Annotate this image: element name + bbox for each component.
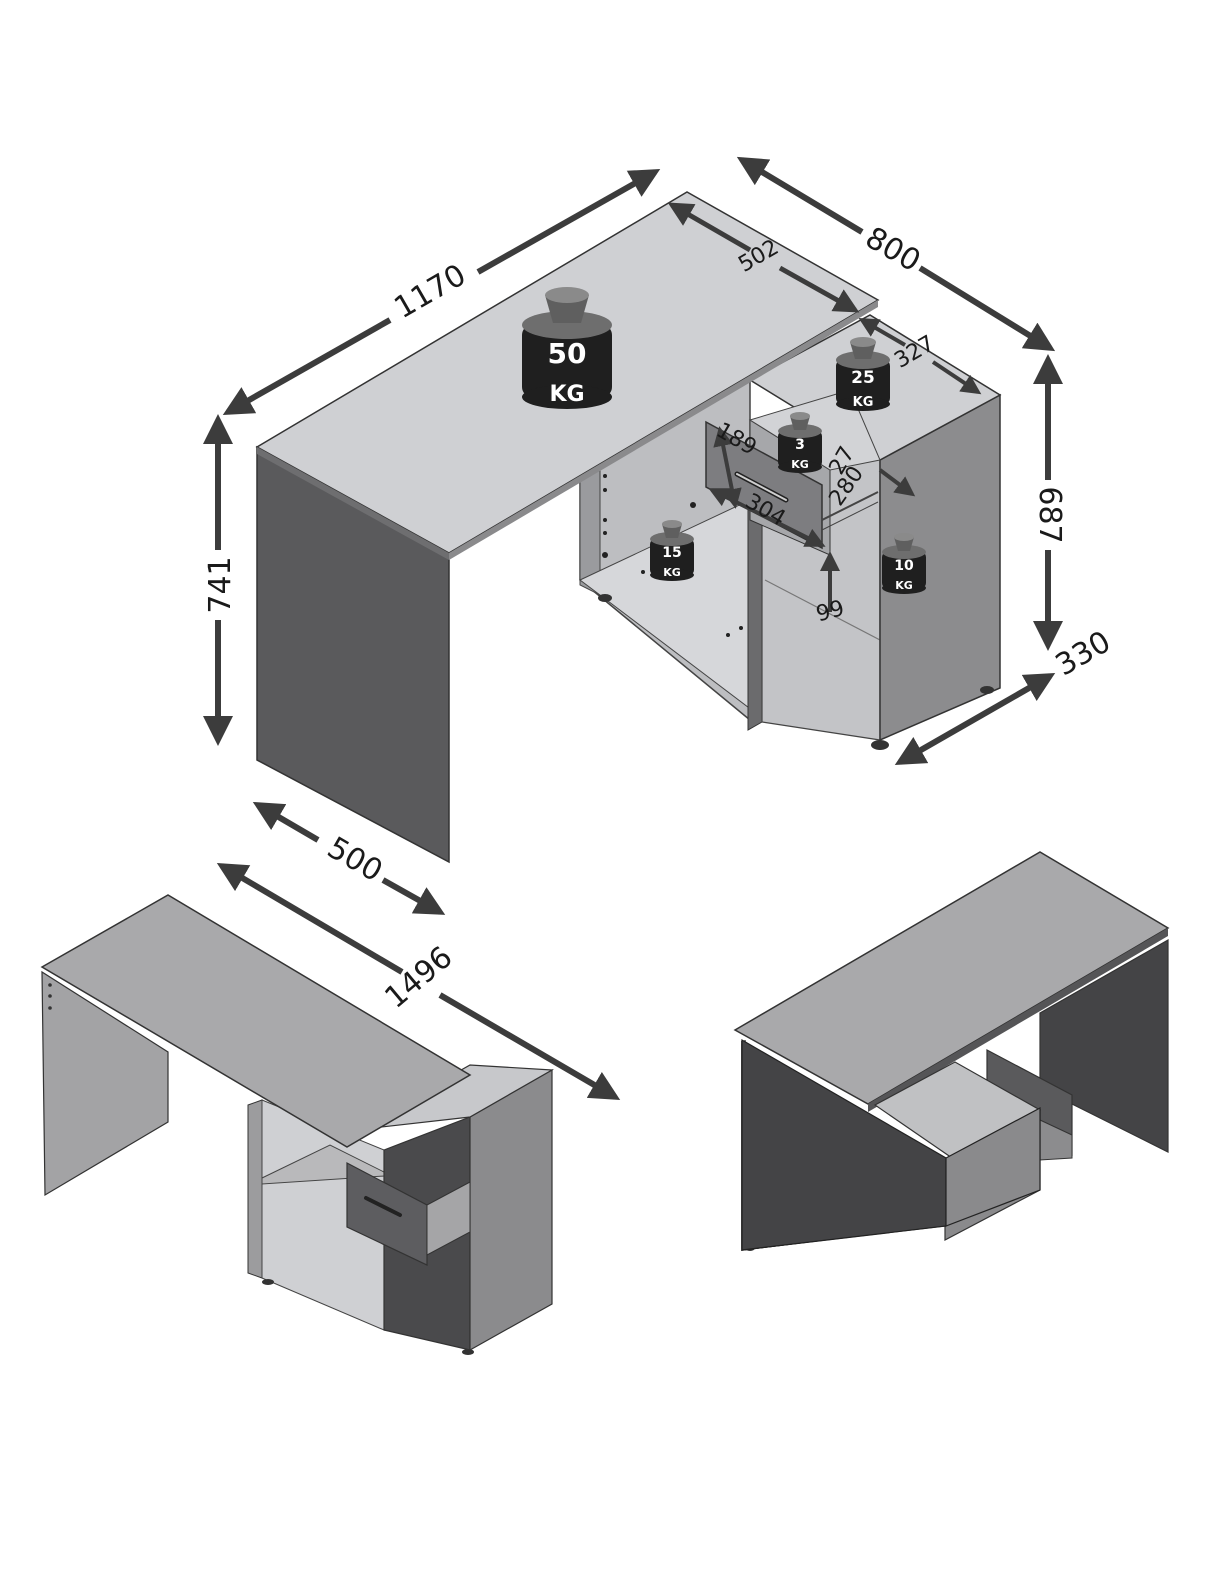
weight-unit: KG [791,458,809,471]
foot [871,740,889,750]
dim-1496-arrow-left [216,862,404,975]
dim-327-arrow-top [858,317,907,347]
main-dimension-arrows [203,156,1063,915]
weight-10kg: 10 KG [882,533,926,594]
dim-502-arrow-top [667,202,752,253]
weight-unit: KG [895,579,913,592]
weight-icon [836,360,890,404]
weight-50kg: 50 KG [522,287,612,409]
weight-icon [778,431,822,467]
dim-label-330: 330 [1050,624,1117,683]
dim-label-1170: 1170 [388,258,472,326]
weight-value: 25 [851,368,875,388]
weight-icon [522,325,612,397]
alt-drawer-handle[interactable] [364,1196,402,1217]
alt-drawer-box [426,1181,471,1256]
dim-280-arrow [878,468,916,497]
inner-shelf-line [764,579,881,641]
desk-top-edge-front [257,447,449,560]
alt-left-dimension-arrows [216,862,621,1101]
dim-label-1496: 1496 [378,940,459,1016]
weight-value: 50 [548,337,587,370]
weight-value: 15 [662,545,681,561]
dim-327-arrow-bottom [931,360,982,395]
dim-1170-arrow-right [476,169,661,275]
dim-1496-arrow-right [438,992,621,1101]
shelf-divider [747,491,763,731]
alt-shelf-unit-left [247,1099,263,1279]
dim-label-500: 500 [321,830,388,889]
drawer-rail [821,491,879,521]
foot [980,686,994,694]
weight-unit: KG [853,395,874,410]
dim-330-arrow [894,673,1056,765]
weight-3kg: 3 KG [778,412,822,473]
dim-500-arrow-left [252,801,320,843]
weight-25kg: 25 KG [836,337,890,411]
dim-502-arrow-bottom [778,265,860,313]
alternate-view-extended [40,894,555,1355]
main-desk-view [255,191,1002,864]
dim-1170-arrow-left [222,317,392,415]
desk-top-edge-right [449,300,878,560]
weight-15kg: 15 KG [650,520,694,581]
dim-500-arrow-right [381,877,446,915]
weight-icon [882,552,926,588]
foot [598,594,612,602]
weight-value: 10 [894,558,914,574]
dim-label-687: 687 [1032,486,1067,543]
shelf-pin-holes [602,474,743,637]
weight-value: 3 [795,437,805,453]
weight-unit: KG [663,566,681,579]
dim-800-arrow-top [736,156,864,235]
weight-unit: KG [549,382,584,407]
dim-800-arrow-bottom [918,265,1056,352]
dim-304-arrow [708,488,826,547]
rear-desk-top-edge [868,928,1168,1112]
weight-icon [650,539,694,575]
alt-desk-top [40,894,472,1148]
rear-side-body [945,1107,1041,1227]
dim-label-800: 800 [859,220,926,279]
alt-cabinet-side [469,1068,553,1352]
alt-left-leg [41,970,169,1197]
dim-label-741: 741 [203,556,238,613]
alt-drawer-front [346,1162,428,1266]
